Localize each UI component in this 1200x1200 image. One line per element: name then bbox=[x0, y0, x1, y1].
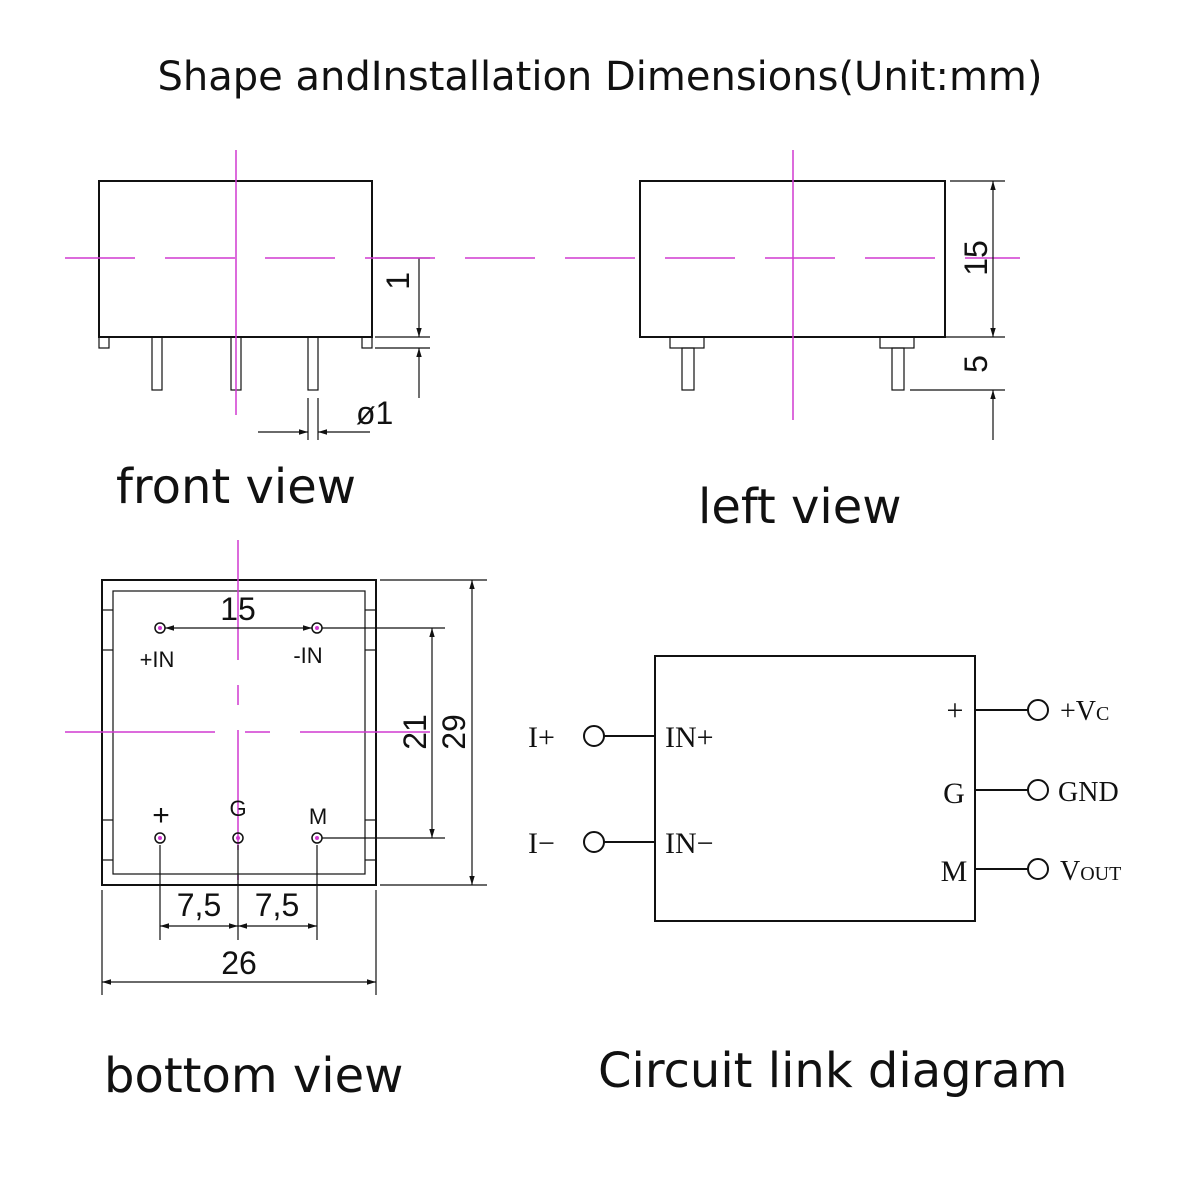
circuit-module-box bbox=[654, 655, 976, 922]
front-dim-pin-diameter: ø1 bbox=[356, 395, 393, 431]
left-dim-height: 15 bbox=[958, 240, 994, 276]
input-label-i-minus: I− bbox=[528, 827, 555, 860]
front-dim-offset: 1 bbox=[380, 272, 416, 290]
pin-plus bbox=[154, 832, 166, 844]
terminal-gnd bbox=[1027, 779, 1049, 801]
circuit-link-diagram: I+ I− IN+ IN− + G M +VC GND VOUT Circuit… bbox=[528, 655, 1121, 1099]
page-title: Shape andInstallation Dimensions(Unit:mm… bbox=[158, 54, 1043, 100]
bottom-dim-right-spacing: 7,5 bbox=[255, 887, 299, 923]
terminal-i-minus bbox=[583, 831, 605, 853]
front-pin-3 bbox=[307, 336, 319, 391]
pin-label-in-minus: -IN bbox=[293, 643, 322, 668]
internal-label-g: G bbox=[943, 777, 965, 810]
bottom-dim-depth: 29 bbox=[436, 714, 472, 750]
circuit-caption: Circuit link diagram bbox=[598, 1043, 1068, 1099]
pin-label-g: G bbox=[229, 796, 246, 821]
pin-label-in-plus: +IN bbox=[140, 647, 175, 672]
front-view-caption: front view bbox=[116, 459, 356, 515]
bottom-dim-left-spacing: 7,5 bbox=[177, 887, 221, 923]
bottom-dim-row-spacing: 21 bbox=[397, 714, 433, 750]
bottom-dim-in-spacing: 15 bbox=[220, 591, 256, 627]
left-view-drawing: 15 5 left view bbox=[639, 150, 1005, 535]
output-label-gnd: GND bbox=[1058, 777, 1119, 808]
terminal-vc bbox=[1027, 699, 1049, 721]
internal-label-m: M bbox=[941, 855, 968, 888]
internal-label-in-plus: IN+ bbox=[665, 721, 714, 754]
terminal-vout bbox=[1027, 858, 1049, 880]
front-view-drawing: 1 ø1 front view bbox=[98, 150, 430, 515]
front-pin-1 bbox=[151, 336, 163, 391]
input-label-i-plus: I+ bbox=[528, 721, 555, 754]
output-label-vc: +VC bbox=[1060, 696, 1109, 727]
internal-label-in-minus: IN− bbox=[665, 827, 714, 860]
bottom-dim-width: 26 bbox=[221, 945, 257, 981]
internal-label-plus: + bbox=[947, 694, 964, 727]
left-dim-pin-length: 5 bbox=[958, 355, 994, 373]
pin-label-m: M bbox=[309, 804, 327, 829]
left-view-caption: left view bbox=[698, 479, 902, 535]
pin-label-plus: + bbox=[152, 799, 170, 832]
output-label-vout: VOUT bbox=[1060, 856, 1121, 887]
pin-g bbox=[232, 832, 244, 844]
terminal-i-plus bbox=[583, 725, 605, 747]
bottom-view-drawing: +IN -IN + G M 15 21 29 7,5 7,5 26 bbox=[65, 540, 487, 1104]
bottom-view-caption: bottom view bbox=[104, 1048, 403, 1104]
